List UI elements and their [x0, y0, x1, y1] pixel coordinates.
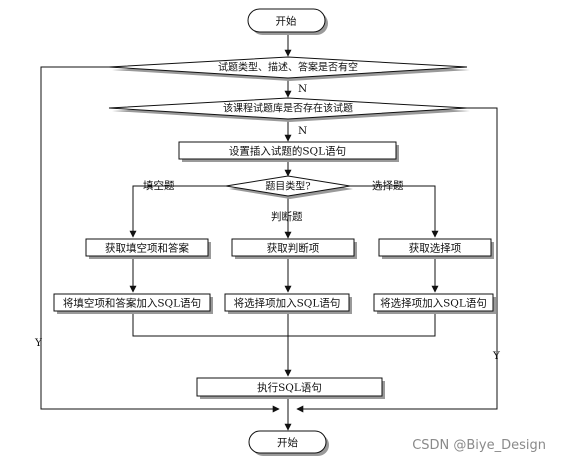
- process-execute-sql-label: 执行SQL语句: [257, 381, 322, 394]
- start-node: 开始: [247, 8, 328, 35]
- arrow-fill-branch: [129, 185, 226, 238]
- end-node: 开始: [248, 430, 329, 456]
- process-execute-sql: 执行SQL语句: [196, 377, 385, 399]
- label-n-1: N: [298, 83, 307, 95]
- merge-line: [132, 311, 436, 337]
- decision-type-label: 题目类型?: [265, 180, 310, 193]
- watermark-text: CSDN @Biye_Design: [412, 438, 546, 453]
- label-n-2: N: [298, 125, 307, 137]
- process-get-judge-label: 获取判断项: [267, 242, 320, 255]
- process-get-choice: 获取选择项: [378, 238, 494, 259]
- process-set-sql-label: 设置插入试题的SQL语句: [229, 145, 346, 158]
- branch-label-choice: 选择题: [372, 179, 404, 192]
- process-add-choice: 将选择项加入SQL语句: [373, 293, 496, 314]
- decision-empty-fields: 试题类型、描述、答案是否有空: [108, 56, 470, 81]
- process-add-fill: 将填空项和答案加入SQL语句: [53, 293, 213, 314]
- decision-exists: 该课程试题库是否存在该试题: [108, 97, 470, 122]
- process-set-sql: 设置插入试题的SQL语句: [178, 141, 399, 162]
- label-y-left: Y: [34, 337, 43, 349]
- process-get-choice-label: 获取选择项: [409, 242, 462, 255]
- arrow-y-right-loop: [296, 107, 498, 413]
- start-label: 开始: [276, 15, 297, 28]
- process-get-judge: 获取判断项: [231, 238, 357, 259]
- connectors: [40, 33, 498, 431]
- decision-exists-label: 该课程试题库是否存在该试题: [223, 102, 353, 115]
- branch-label-fill: 填空题: [143, 179, 175, 192]
- process-add-choice-label: 将选择项加入SQL语句: [380, 297, 487, 310]
- process-get-fill: 获取填空项和答案: [85, 238, 211, 259]
- process-get-fill-label: 获取填空项和答案: [105, 242, 189, 255]
- process-add-fill-label: 将填空项和答案加入SQL语句: [63, 297, 201, 310]
- process-add-judge-label: 将选择项加入SQL语句: [234, 297, 341, 310]
- arrow-choice-branch: [350, 185, 439, 238]
- arrow-y-left-loop: [40, 66, 280, 413]
- decision-type: 题目类型?: [225, 175, 353, 199]
- process-add-judge: 将选择项加入SQL语句: [224, 293, 352, 314]
- end-label: 开始: [277, 436, 298, 449]
- label-y-right: Y: [492, 350, 501, 362]
- branch-label-judge: 判断题: [271, 210, 303, 223]
- decision-empty-fields-label: 试题类型、描述、答案是否有空: [218, 61, 358, 74]
